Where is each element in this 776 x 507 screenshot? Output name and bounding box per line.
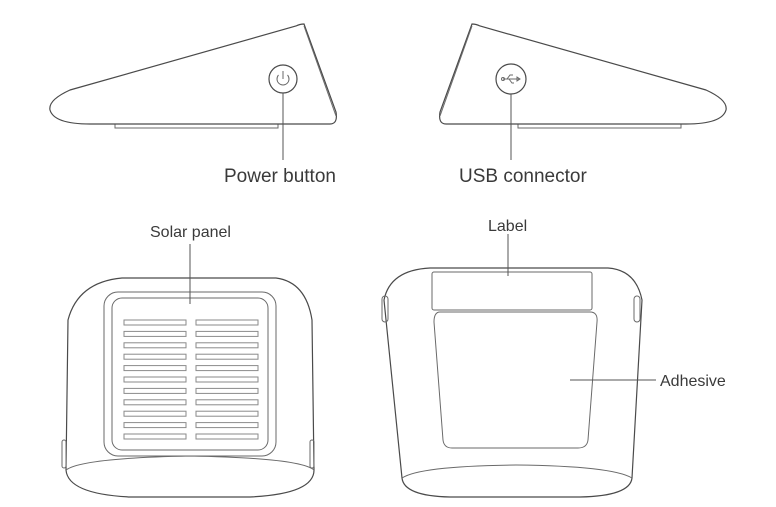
solar-panel-callout: Solar panel: [150, 224, 231, 241]
side-slot-left: [61, 439, 67, 469]
solar-cell-strip: [195, 365, 259, 372]
side-body-left: [49, 23, 337, 125]
side-clip-left: [381, 295, 389, 323]
solar-cell-strip: [195, 330, 259, 337]
side-edge-left: [303, 25, 337, 117]
solar-cell-strip: [123, 319, 187, 326]
solar-cell-strip: [123, 387, 187, 394]
side-slot-right: [309, 439, 315, 469]
solar-cell-strip: [195, 342, 259, 349]
solar-cell-strip: [123, 433, 187, 440]
label-area: [431, 271, 593, 311]
side-body-right: [439, 23, 727, 125]
solar-cell-strip: [195, 433, 259, 440]
power-icon: [268, 64, 298, 94]
solar-cell-strip: [195, 410, 259, 417]
bottom-view: Label Adhesive: [381, 218, 726, 498]
solar-cell-strip: [123, 330, 187, 337]
power-button-callout: Power button: [224, 166, 336, 187]
top-body: [65, 277, 315, 498]
solar-cell-strip: [123, 410, 187, 417]
solar-cell-strip: [123, 365, 187, 372]
solar-cells: [123, 319, 259, 440]
solar-cell-strip: [123, 422, 187, 429]
solar-cell-strip: [195, 319, 259, 326]
solar-cell-strip: [123, 342, 187, 349]
bottom-front-edge: [401, 464, 633, 479]
solar-cell-strip: [123, 376, 187, 383]
solar-cell-strip: [123, 353, 187, 360]
solar-cell-strip: [123, 399, 187, 406]
side-edge-right: [439, 25, 473, 117]
solar-cell-strip: [195, 353, 259, 360]
label-callout: Label: [488, 218, 527, 235]
top-view-solar: Solar panel: [61, 224, 315, 498]
side-view-right: USB connector: [439, 23, 727, 187]
usb-connector-callout: USB connector: [459, 166, 587, 187]
solar-cell-strip: [195, 399, 259, 406]
solar-cell-strip: [195, 422, 259, 429]
adhesive-area: [433, 311, 598, 449]
solar-cell-strip: [195, 387, 259, 394]
side-clip-right: [633, 295, 641, 323]
side-view-left: Power button: [49, 23, 337, 187]
solar-cell-strip: [195, 376, 259, 383]
usb-icon: [495, 63, 527, 95]
adhesive-callout: Adhesive: [660, 373, 726, 390]
bottom-body: [383, 267, 643, 498]
